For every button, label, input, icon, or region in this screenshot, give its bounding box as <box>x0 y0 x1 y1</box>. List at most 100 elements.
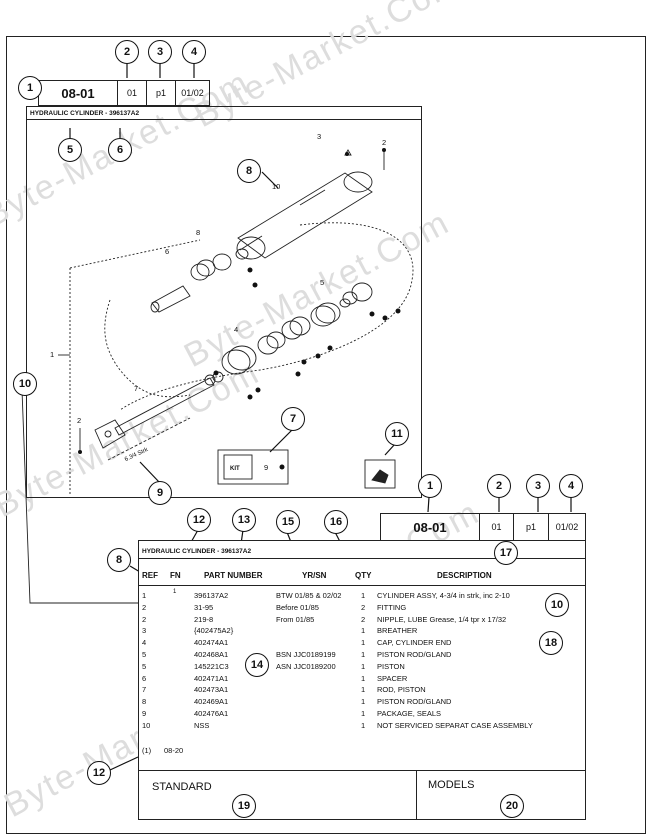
footer-line <box>138 770 586 771</box>
col-header-ref: REF <box>142 571 158 580</box>
callout-2: 2 <box>115 40 139 64</box>
table-cell-ref: 9 <box>142 709 147 718</box>
table-cell-qty: 1 <box>361 709 366 718</box>
col-header-description: DESCRIPTION <box>437 571 492 580</box>
part-label-5: 5 <box>320 278 325 287</box>
table-cell-part: 402471A1 <box>194 673 229 683</box>
callout-b4: 4 <box>559 474 583 498</box>
table-cell-desc: PISTON <box>377 661 405 671</box>
callout-12: 12 <box>187 508 211 532</box>
table-cell-part: 402468A1 <box>194 650 229 659</box>
table-cell-yrsn: ASN JJC0189200 <box>276 661 336 671</box>
table-cell-desc: NIPPLE, LUBE Grease, 1/4 tpr x 17/32 <box>377 614 507 624</box>
callout-14: 14 <box>245 653 269 677</box>
diagram-title: HYDRAULIC CYLINDER - 396137A2 <box>30 110 140 117</box>
table-cell-ref: 2 <box>142 614 147 624</box>
callout-7: 7 <box>281 407 305 431</box>
table-cell-part: 402473A1 <box>194 685 229 695</box>
callout-6: 6 <box>108 138 132 162</box>
part-label-2b: 2 <box>77 416 82 425</box>
callout-b3: 3 <box>526 474 550 498</box>
part-label-1: 1 <box>50 350 55 359</box>
table-cell-ref: 4 <box>142 638 147 648</box>
header-cell-4: 01/02 <box>175 80 210 106</box>
table-cell-desc: PISTON ROD/GLAND <box>377 650 452 659</box>
part-label-10: 10 <box>272 182 281 191</box>
part-label-7: 7 <box>134 384 139 393</box>
table-cell-yrsn: Before 01/85 <box>276 602 319 612</box>
table-cell-yrsn: BTW 01/85 & 02/02 <box>276 591 342 600</box>
callout-3: 3 <box>148 40 172 64</box>
table-cell-desc: CAP, CYLINDER END <box>377 638 452 648</box>
callout-10b: 10 <box>545 593 569 617</box>
table-cell-part: 396137A2 <box>194 591 229 600</box>
table-cell-qty: 1 <box>361 661 366 671</box>
part-label-8: 8 <box>196 228 201 237</box>
table-cell-part: 219-8 <box>194 614 214 624</box>
callout-4: 4 <box>182 40 206 64</box>
part-label-2a: 2 <box>382 138 387 147</box>
footnote-text: 08-20 <box>164 746 184 755</box>
page-frame <box>6 36 646 834</box>
table-cell-desc: PISTON ROD/GLAND <box>377 697 452 707</box>
callout-12b: 12 <box>87 761 111 785</box>
kit-label: KIT <box>230 466 240 472</box>
table-cell-part: 402474A1 <box>194 638 229 648</box>
table-cell-ref: 2 <box>142 602 147 612</box>
table-cell-ref: 1 <box>142 591 147 600</box>
callout-18: 18 <box>539 631 563 655</box>
table-cell-ref: 10 <box>142 720 151 730</box>
table-title: HYDRAULIC CYLINDER - 396137A2 <box>142 548 252 555</box>
callout-16: 16 <box>324 510 348 534</box>
diagram-title-line <box>26 119 422 120</box>
table-cell-part: 145221C3 <box>194 661 229 671</box>
table-cell-desc: BREATHER <box>377 626 418 636</box>
table-cell-qty: 1 <box>361 650 366 659</box>
callout-5: 5 <box>58 138 82 162</box>
callout-b2: 2 <box>487 474 511 498</box>
parts-table-frame <box>138 540 586 820</box>
callout-20: 20 <box>500 794 524 818</box>
callout-1: 1 <box>18 76 42 100</box>
column-header-line <box>138 585 586 586</box>
callout-8b: 8 <box>107 548 131 572</box>
table-cell-qty: 1 <box>361 673 366 683</box>
table-cell-fn: 1 <box>173 589 177 595</box>
table-cell-yrsn: BSN JJC0189199 <box>276 650 336 659</box>
part-label-3: 3 <box>317 132 322 141</box>
table-cell-ref: 6 <box>142 673 147 683</box>
table-cell-ref: 8 <box>142 697 147 707</box>
part-label-9: 9 <box>264 463 269 472</box>
callout-b1: 1 <box>418 474 442 498</box>
table-cell-ref: 5 <box>142 650 147 659</box>
callout-19: 19 <box>232 794 256 818</box>
col-header-yr-sn: YR/SN <box>302 571 327 580</box>
part-label-4: 4 <box>234 325 239 334</box>
table-cell-yrsn: From 01/85 <box>276 614 315 624</box>
col-header-fn: FN <box>170 571 181 580</box>
footnote-number: (1) <box>142 746 152 755</box>
part-label-6: 6 <box>165 247 170 256</box>
diagram-frame <box>26 106 422 498</box>
table-cell-desc: CYLINDER ASSY, 4-3/4 in strk, inc 2-10 <box>377 591 510 600</box>
table-cell-part: 31-95 <box>194 602 214 612</box>
table-cell-desc: FITTING <box>377 602 407 612</box>
footer-standard: STANDARD <box>152 781 212 793</box>
callout-8: 8 <box>237 159 261 183</box>
table-cell-desc: PACKAGE, SEALS <box>377 709 442 718</box>
table-cell-ref: 7 <box>142 685 147 695</box>
table-cell-qty: 1 <box>361 720 366 730</box>
table-cell-part: NSS <box>194 720 210 730</box>
callout-13: 13 <box>232 508 256 532</box>
table-cell-desc: SPACER <box>377 673 408 683</box>
table-cell-qty: 1 <box>361 697 366 707</box>
table-cell-desc: ROD, PISTON <box>377 685 426 695</box>
col-header-part-number: PART NUMBER <box>204 571 263 580</box>
table-cell-part: {402475A2} <box>194 626 234 636</box>
table-cell-part: 402469A1 <box>194 697 229 707</box>
callout-11: 11 <box>385 422 409 446</box>
footer-divider <box>416 770 417 820</box>
table-cell-qty: 1 <box>361 626 366 636</box>
table-cell-ref: 3 <box>142 626 147 636</box>
